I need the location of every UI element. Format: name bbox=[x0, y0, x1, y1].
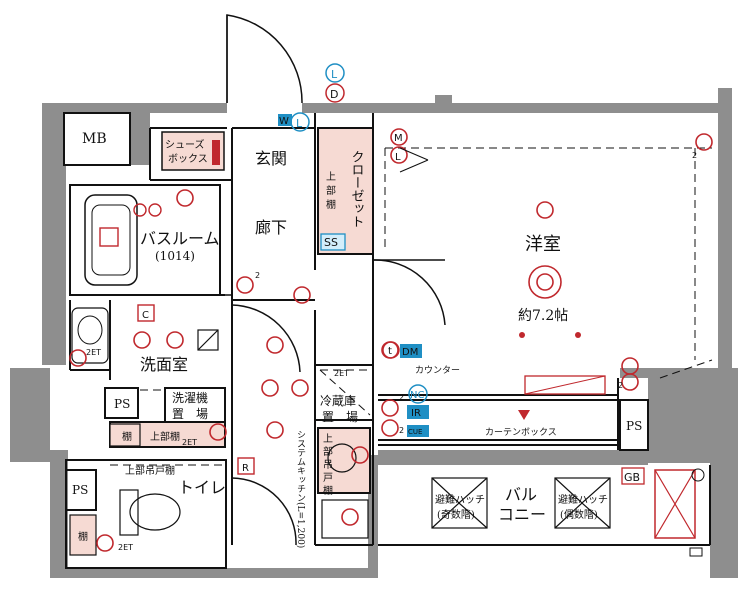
label-washer-2: 置 場 bbox=[172, 407, 208, 421]
label-shoe-box-1: シューズ bbox=[165, 138, 205, 151]
label-toilet: トイレ bbox=[178, 478, 226, 497]
label-upper-cabinet: 上部吊戸棚 bbox=[125, 464, 175, 477]
label-western-room: 洋室 bbox=[525, 234, 561, 255]
label-shelf-wash: 棚 bbox=[122, 430, 132, 443]
washbasin-bowl bbox=[77, 315, 103, 345]
label-balcony-1: バル bbox=[505, 485, 537, 504]
escape-hatches bbox=[431, 477, 611, 529]
symbol-ir: IR bbox=[411, 408, 421, 419]
bathtub-inner bbox=[91, 204, 131, 276]
label-fridge-1: 冷蔵庫 bbox=[320, 394, 356, 408]
label-entrance: 玄関 bbox=[255, 149, 287, 168]
label-gb: GB bbox=[624, 471, 640, 484]
symbol-2et-a: 2ET bbox=[86, 348, 101, 357]
label-upper-shelf-wash: 上部棚 bbox=[150, 430, 180, 443]
label-mb: MB bbox=[82, 131, 107, 147]
label-hallway: 廊下 bbox=[255, 218, 287, 237]
label-fridge-2: 置 場 bbox=[322, 410, 358, 424]
symbol-t: t bbox=[388, 346, 392, 357]
vent-icon bbox=[689, 547, 703, 557]
interior-walls bbox=[63, 112, 711, 569]
label-kitchen-upper-1: 上 bbox=[323, 433, 333, 445]
label-washroom: 洗面室 bbox=[140, 355, 188, 374]
label-ps-1: PS bbox=[114, 397, 130, 411]
symbol-2et-b: 2ET bbox=[182, 438, 197, 447]
label-kitchen-upper-3: 吊 bbox=[323, 459, 333, 471]
symbol-l-room: L bbox=[395, 152, 401, 163]
doors bbox=[225, 14, 446, 546]
blue-symbols bbox=[278, 63, 645, 485]
label-hatch-odd-1: 避難ハッチ bbox=[435, 493, 485, 506]
toilet-tank bbox=[119, 489, 139, 536]
gb-box bbox=[654, 469, 696, 539]
toilet-bowl bbox=[129, 493, 181, 531]
outer-walls bbox=[10, 88, 738, 578]
symbol-2-e: 2 bbox=[399, 426, 404, 435]
washroom-shelf bbox=[109, 423, 141, 447]
label-ps-2: PS bbox=[72, 483, 88, 497]
symbol-d-top: D bbox=[330, 88, 338, 101]
symbol-2-d: 2 bbox=[399, 393, 404, 402]
label-ps-3: PS bbox=[626, 419, 642, 433]
label-western-area: 約7.2帖 bbox=[518, 308, 568, 324]
drain-icon bbox=[691, 468, 705, 482]
label-closet: クローゼット bbox=[349, 150, 365, 228]
symbol-cue: CUE bbox=[408, 428, 422, 436]
curtain-arrow-icon bbox=[518, 410, 530, 420]
symbol-dm: DM bbox=[402, 347, 418, 358]
symbol-2et-d: 2ET bbox=[118, 543, 133, 552]
symbol-2-a: 2 bbox=[692, 151, 697, 160]
toilet-shelf bbox=[69, 514, 97, 556]
label-bath-size: (1014) bbox=[155, 249, 195, 263]
symbol-nc: NC bbox=[410, 390, 424, 401]
symbol-2-b: 2 bbox=[618, 381, 623, 390]
electrical-symbols bbox=[69, 128, 713, 552]
label-hatch-even-2: (偶数階) bbox=[560, 508, 598, 521]
label-balcony-2: コニー bbox=[498, 505, 546, 524]
symbol-2-c: 2 bbox=[255, 271, 260, 280]
symbol-m: M bbox=[394, 133, 403, 144]
symbol-w: W bbox=[279, 116, 289, 127]
symbol-2et-c: 2ET bbox=[334, 369, 349, 378]
label-kitchen: システムキッチン(L=1,200) bbox=[295, 430, 306, 548]
label-kitchen-upper-2: 部 bbox=[323, 445, 333, 458]
label-kitchen-upper-5: 棚 bbox=[323, 484, 333, 497]
label-shelf-toilet: 棚 bbox=[78, 530, 88, 543]
label-counter: カウンター bbox=[415, 365, 460, 376]
bathtub bbox=[84, 194, 138, 286]
label-hatch-even-1: 避難ハッチ bbox=[558, 493, 608, 506]
label-closet-upper-2: 部 bbox=[326, 184, 336, 197]
label-curtain-box: カーテンボックス bbox=[485, 427, 557, 438]
label-shoe-box-2: ボックス bbox=[168, 153, 208, 165]
shoe-box-mark bbox=[212, 140, 220, 165]
dashed-lines bbox=[110, 147, 713, 466]
label-bathroom: バスルーム bbox=[140, 229, 220, 248]
label-kitchen-upper-4: 戸 bbox=[323, 472, 333, 484]
symbol-l-entry: L bbox=[296, 117, 303, 130]
label-closet-upper-3: 棚 bbox=[326, 198, 336, 211]
washbasin bbox=[71, 307, 109, 364]
stove-burner bbox=[327, 443, 357, 473]
label-ss: SS bbox=[324, 236, 338, 249]
kitchen-sink bbox=[321, 499, 369, 539]
label-washer-1: 洗濯機 bbox=[172, 390, 208, 405]
symbol-l-top: L bbox=[331, 68, 338, 81]
label-closet-upper-1: 上 bbox=[326, 171, 336, 183]
label-hatch-odd-2: (奇数階) bbox=[437, 508, 475, 521]
symbol-c: C bbox=[142, 310, 149, 321]
room-ac-unit bbox=[524, 375, 606, 395]
symbol-r: R bbox=[242, 463, 249, 474]
